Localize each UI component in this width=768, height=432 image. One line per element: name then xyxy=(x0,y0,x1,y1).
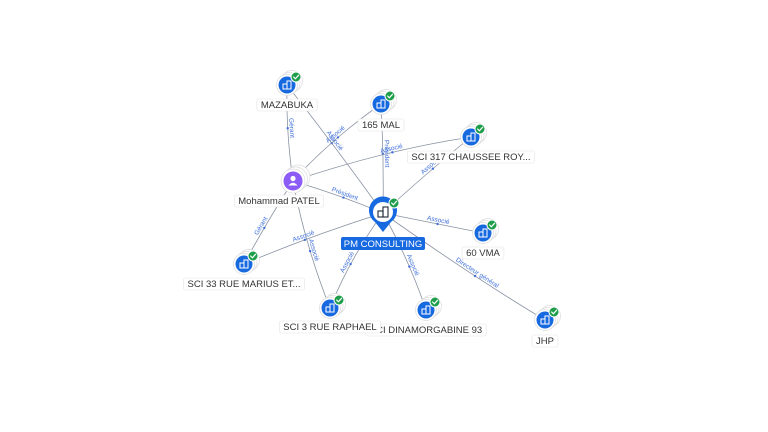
company-node-sci317[interactable]: SCI 317 CHAUSSEE ROY... xyxy=(407,122,535,164)
company-node-sci33marius[interactable]: SCI 33 RUE MARIUS ET... xyxy=(183,249,305,291)
verified-icon xyxy=(429,296,441,308)
edge-center-jhp xyxy=(382,212,546,321)
verified-icon xyxy=(333,294,345,306)
edge-label: Associé xyxy=(405,253,421,277)
edge-label: Directeur général xyxy=(454,257,500,290)
company-label: SCI DINAMORGABINE 93 xyxy=(370,325,482,336)
company-label: SCI 3 RUE RAPHAEL xyxy=(283,322,376,333)
center-label: PM CONSULTING xyxy=(344,239,422,250)
verified-icon xyxy=(247,250,259,262)
building-icon xyxy=(478,228,488,238)
company-node-dinamorgabine[interactable]: SCI DINAMORGABINE 93 xyxy=(365,295,487,337)
edge-arrow xyxy=(391,151,394,154)
edge-label: Président xyxy=(331,186,359,202)
edge-arrow xyxy=(431,167,435,170)
company-label: JHP xyxy=(536,336,554,347)
edge-arrow xyxy=(263,226,266,230)
company-node-jhp[interactable]: JHP xyxy=(531,305,561,348)
verified-icon xyxy=(486,219,498,231)
edge-arrow xyxy=(473,274,477,278)
edge-label: Associé xyxy=(426,215,450,226)
edge-center-dinamorgabine xyxy=(382,212,427,311)
building-icon xyxy=(377,206,389,218)
company-node-mazabuka[interactable]: MAZABUKA xyxy=(256,70,318,112)
company-node-165mal[interactable]: 165 MAL xyxy=(357,89,405,132)
building-icon xyxy=(282,80,292,90)
edge-arrow xyxy=(436,222,439,226)
company-node-sci3raphael[interactable]: SCI 3 RUE RAPHAEL xyxy=(278,293,382,334)
building-icon xyxy=(421,305,431,315)
edge-label: Président xyxy=(383,140,391,168)
company-label: 60 VMA xyxy=(466,248,500,259)
edge-arrow xyxy=(336,136,340,139)
person-label: Mohammad PATEL xyxy=(238,196,319,207)
edge-arrow xyxy=(286,127,289,130)
center-node[interactable]: PM CONSULTING xyxy=(341,196,425,250)
edge-label: Associé xyxy=(307,238,320,262)
verified-icon xyxy=(548,306,560,318)
building-icon xyxy=(325,303,335,313)
building-icon xyxy=(540,315,550,325)
verified-icon xyxy=(290,71,302,83)
verified-icon xyxy=(388,197,400,209)
edge-label: Gérant xyxy=(287,118,295,138)
verified-icon xyxy=(474,123,486,135)
nodes-layer: MAZABUKA 165 MAL SCI 317 CHAUSSEE ROY... 60… xyxy=(183,70,561,348)
company-label: MAZABUKA xyxy=(261,100,314,111)
building-icon xyxy=(376,99,386,109)
building-icon xyxy=(466,132,476,142)
company-label: SCI 317 CHAUSSEE ROY... xyxy=(411,152,530,163)
edge-arrow xyxy=(303,238,307,242)
edge-arrow xyxy=(308,249,312,253)
edge-arrow xyxy=(408,265,411,268)
edge-person-sci317 xyxy=(292,136,472,182)
building-icon xyxy=(239,259,249,269)
company-node-60vma[interactable]: 60 VMA xyxy=(461,218,505,260)
verified-icon xyxy=(384,90,396,102)
person-node[interactable]: Mohammad PATEL xyxy=(233,164,325,208)
edge-arrow xyxy=(349,262,352,266)
company-label: SCI 33 RUE MARIUS ET... xyxy=(188,279,301,290)
edge-arrow xyxy=(342,196,345,199)
company-label: 165 MAL xyxy=(362,120,400,131)
